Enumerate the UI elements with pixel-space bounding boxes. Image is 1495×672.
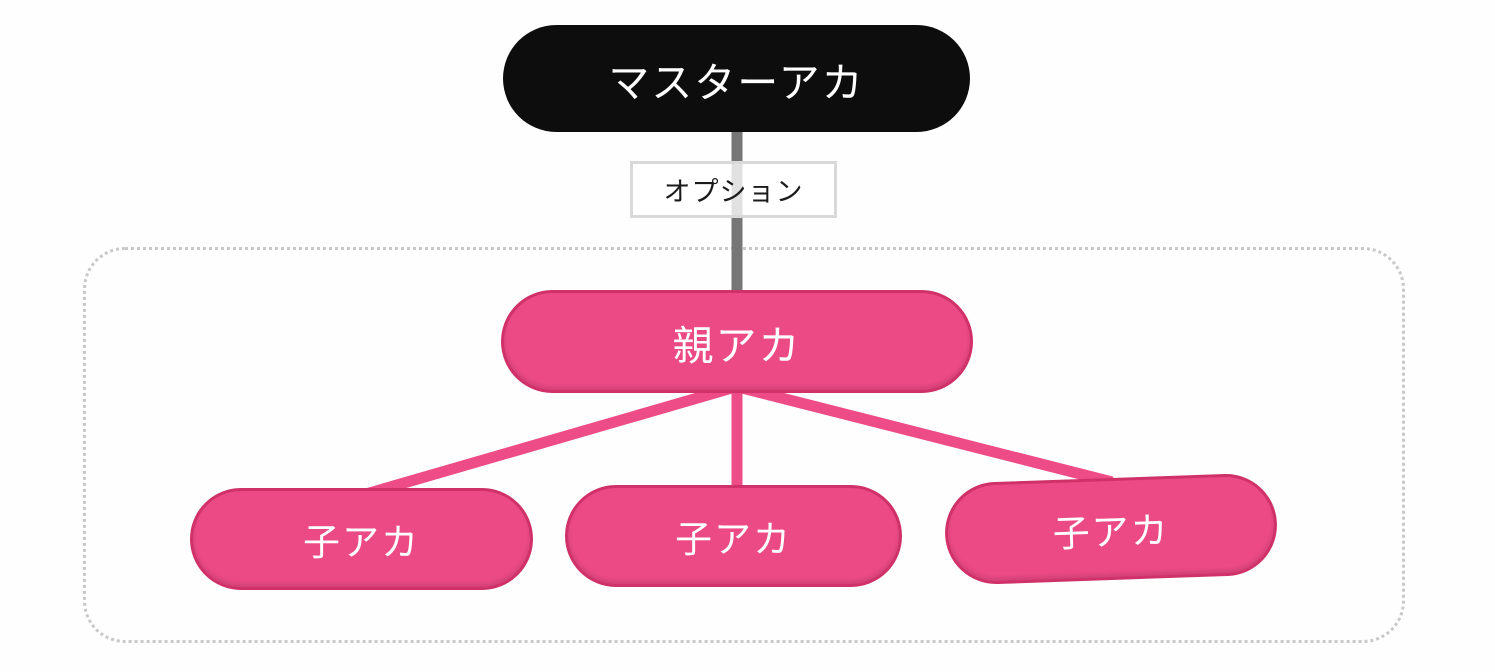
child-account-label-2: 子アカ [675,518,792,561]
option-label-box: オプション [630,161,837,218]
child-account-node-2: 子アカ [565,485,902,587]
child-account-node-3: 子アカ [943,472,1279,586]
option-label: オプション [663,177,804,208]
parent-account-node: 親アカ [501,290,973,393]
master-account-label: マスターアカ [608,58,865,107]
child-account-label-3: 子アカ [1051,508,1171,557]
connector-parent-child-1 [364,382,734,500]
connector-parent-child-3 [740,382,1114,488]
parent-account-label: 親アカ [672,321,802,370]
group-boundary [83,247,1405,643]
master-account-node: マスターアカ [503,25,970,132]
child-account-node-1: 子アカ [190,488,533,590]
child-account-label-1: 子アカ [303,521,420,564]
